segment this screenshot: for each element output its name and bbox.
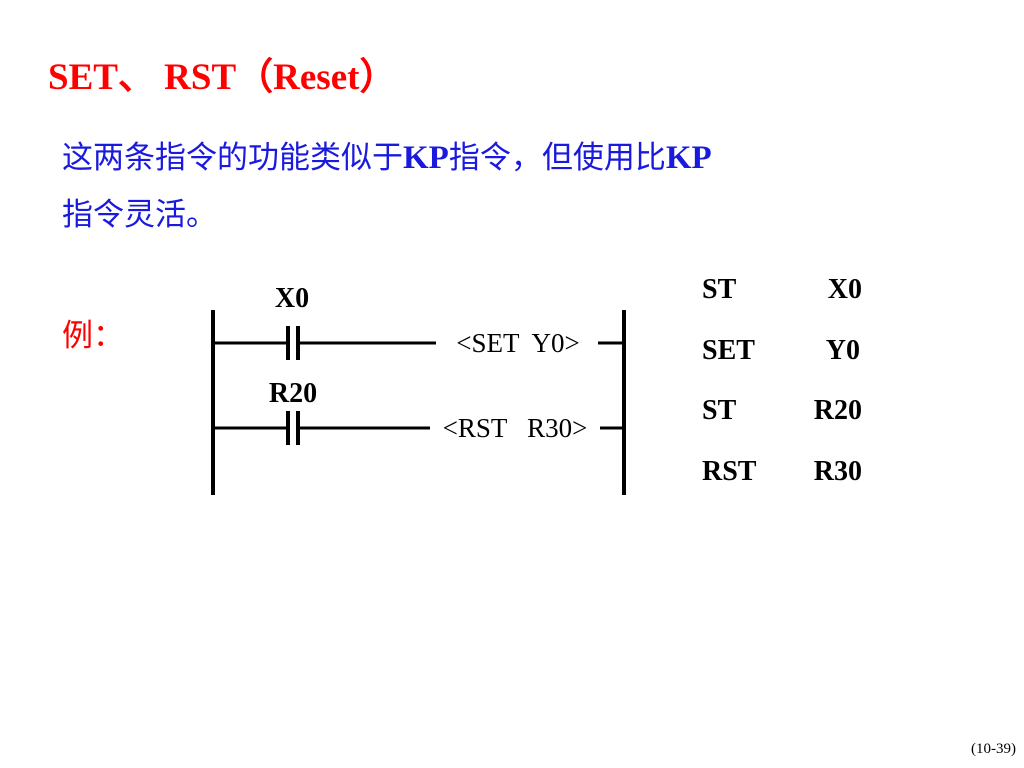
instruction-op: RST xyxy=(702,455,757,487)
instruction-op: ST xyxy=(702,274,737,305)
description-line-2: 指令灵活。 xyxy=(62,197,217,233)
instruction-row: SET Y0 xyxy=(702,329,862,390)
rst-r30-coil: <RST R30> xyxy=(443,413,588,443)
page-number: (10-39) xyxy=(971,741,1016,757)
contact-x0-label: X0 xyxy=(275,283,309,314)
instruction-arg: R30 xyxy=(813,455,862,487)
instruction-arg: Y0 xyxy=(825,334,860,366)
description-kp-2: KP xyxy=(665,140,712,176)
instruction-list: ST X0 SET Y0 ST R20 RST R30 xyxy=(702,268,862,510)
description-text-b: 指令，但使用比 xyxy=(448,140,666,176)
set-y0-coil: <SET Y0> xyxy=(456,328,579,358)
instruction-arg: X0 xyxy=(827,274,862,305)
instruction-op: SET xyxy=(702,334,755,366)
slide-title: SET、 RST（Reset） xyxy=(48,57,397,98)
example-label: 例： xyxy=(62,318,124,354)
description-text-a: 这两条指令的功能类似于 xyxy=(62,140,403,176)
rung-1: X0 <SET Y0> xyxy=(213,283,624,360)
instruction-arg: R20 xyxy=(813,395,862,426)
instruction-op: ST xyxy=(702,395,737,426)
instruction-row: ST R20 xyxy=(702,389,862,450)
description-kp-1: KP xyxy=(403,140,449,176)
contact-r20-label: R20 xyxy=(269,378,317,409)
description-line-1: 这两条指令的功能类似于KP指令，但使用比KP xyxy=(62,130,922,187)
instruction-row: RST R30 xyxy=(702,450,862,511)
instruction-row: ST X0 xyxy=(702,268,862,329)
description: 这两条指令的功能类似于KP指令，但使用比KP 指令灵活。 xyxy=(62,130,922,244)
rung-2: R20 <RST R30> xyxy=(213,378,624,445)
